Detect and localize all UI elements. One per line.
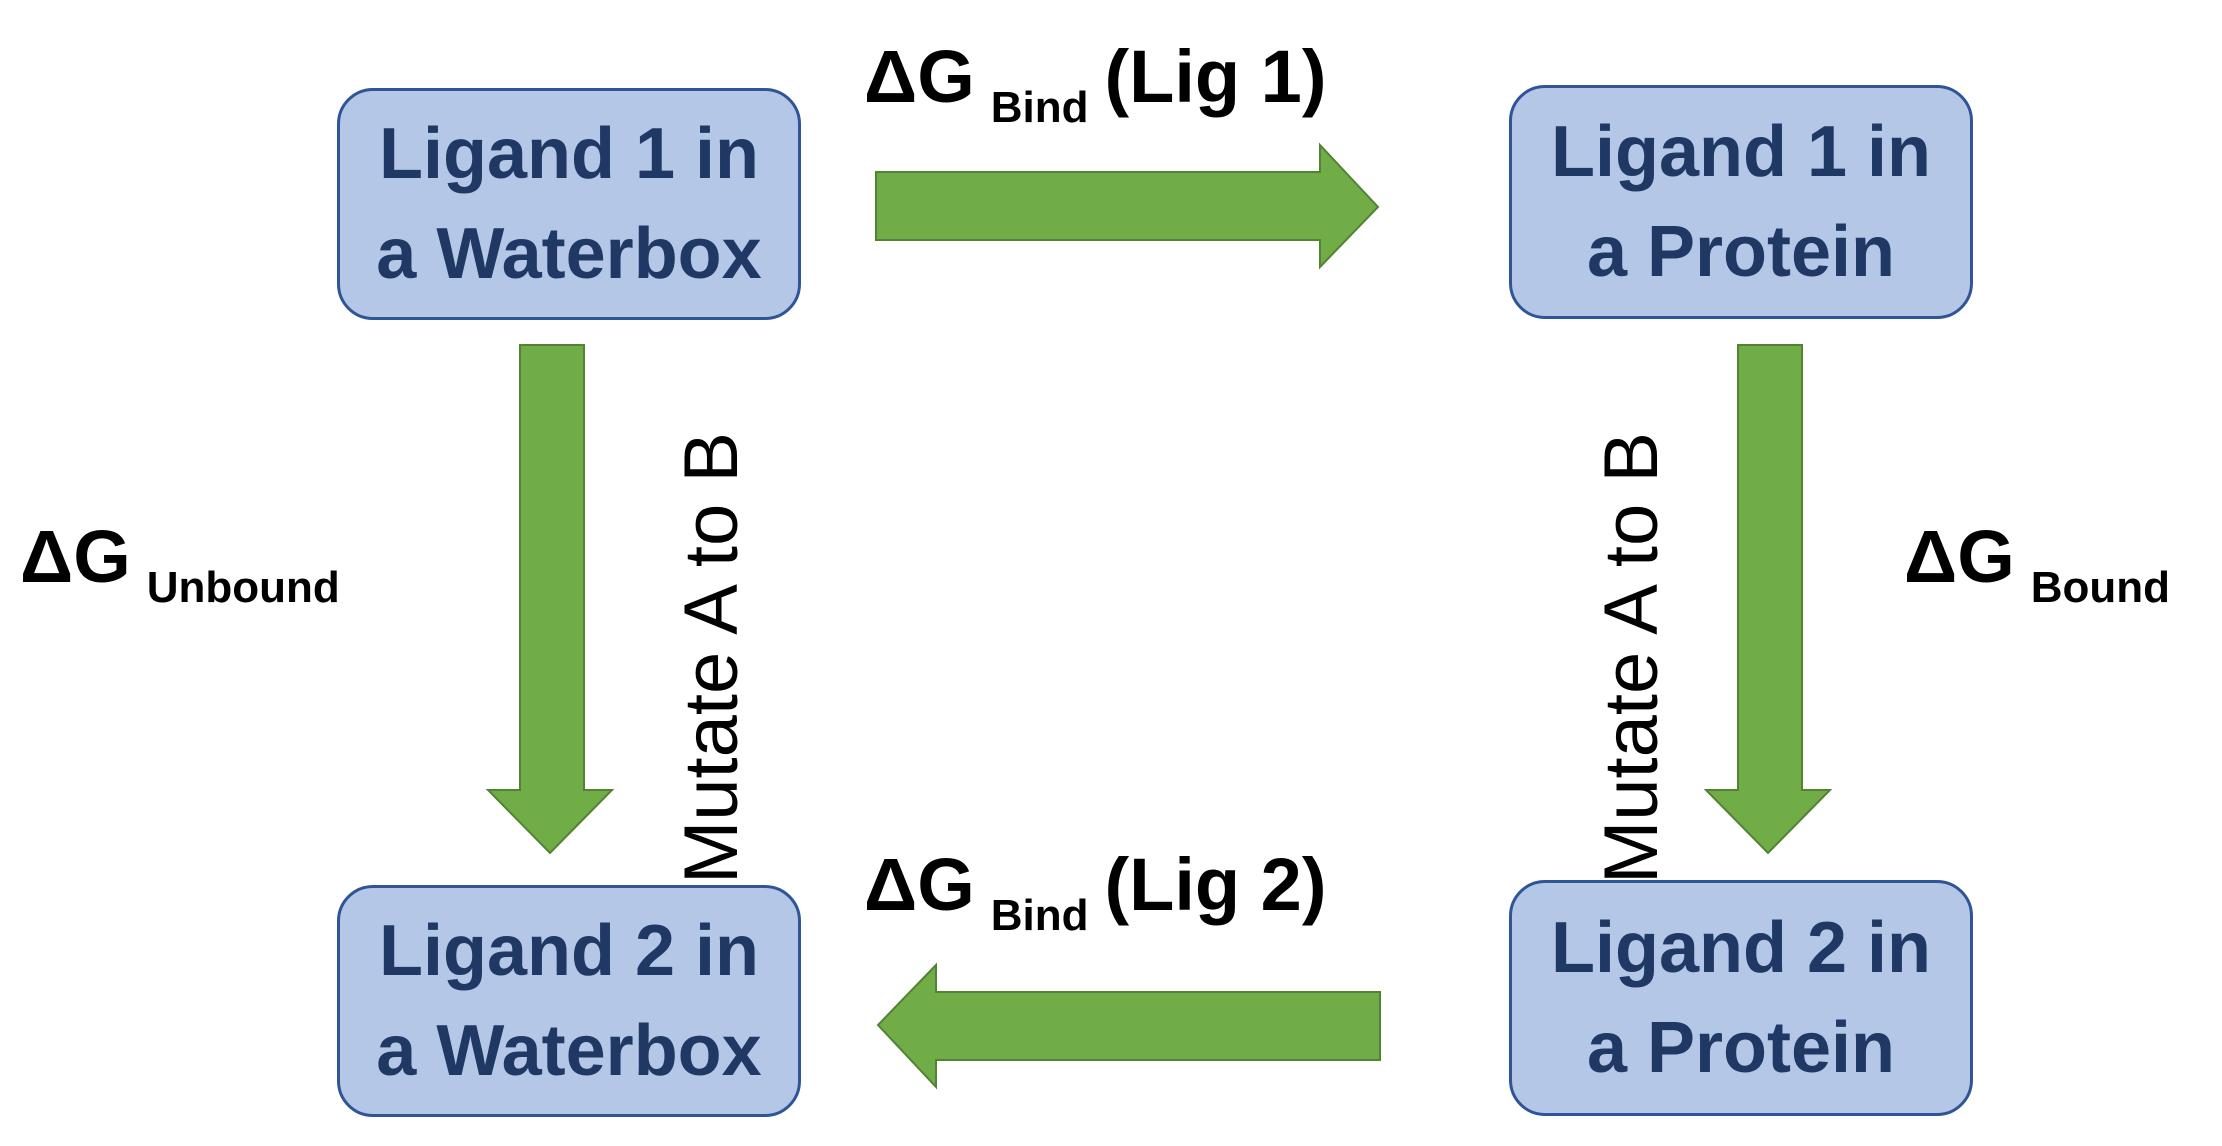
box-line1: Ligand 1 in [1550, 112, 1931, 192]
delta-g-symbol: ΔG [864, 35, 975, 118]
delta-g-symbol: ΔG [864, 843, 975, 926]
subscript: Bound [2030, 563, 2171, 612]
delta-g-symbol: ΔG [1904, 515, 2015, 598]
ligand-suffix: (Lig 2) [1104, 843, 1327, 926]
box-line2: a Waterbox [376, 214, 762, 294]
subscript: Bind [990, 83, 1089, 132]
ligand-suffix: (Lig 1) [1104, 35, 1327, 118]
box-line2: a Waterbox [376, 1011, 762, 1091]
box-ligand2-protein: Ligand 2 in a Protein [1509, 880, 1973, 1116]
label-mutate-right: Mutate A to B [1589, 431, 1674, 885]
box-line1: Ligand 1 in [378, 114, 759, 194]
box-ligand1-waterbox: Ligand 1 in a Waterbox [337, 88, 801, 320]
box-ligand1-protein: Ligand 1 in a Protein [1509, 85, 1973, 319]
arrow-bound [1703, 344, 1833, 855]
box-line2: a Protein [1586, 212, 1896, 292]
label-mutate-left: Mutate A to B [669, 431, 754, 885]
arrow-bind-lig2 [876, 962, 1381, 1090]
box-line2: a Protein [1586, 1008, 1896, 1088]
box-line1: Ligand 2 in [378, 911, 759, 991]
box-ligand2-waterbox: Ligand 2 in a Waterbox [337, 885, 801, 1117]
subscript: Unbound [146, 563, 340, 612]
box-line1: Ligand 2 in [1550, 908, 1931, 988]
arrow-bind-lig1 [875, 142, 1380, 270]
delta-g-symbol: ΔG [20, 515, 131, 598]
arrow-unbound [485, 344, 615, 855]
subscript: Bind [990, 891, 1089, 940]
